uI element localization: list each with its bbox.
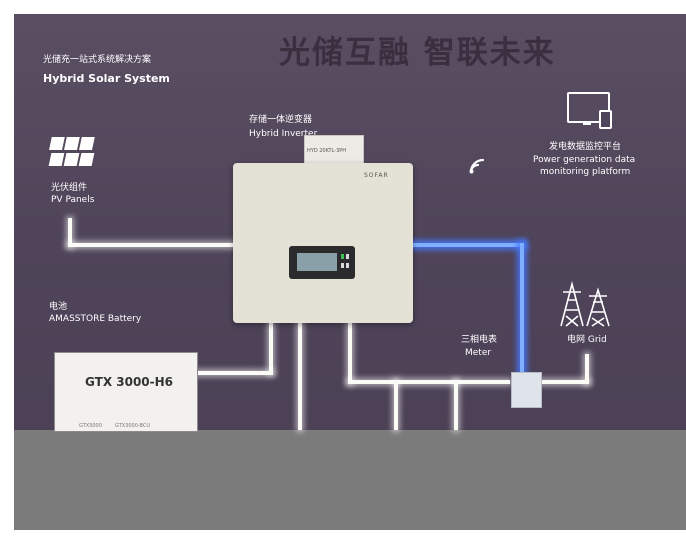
exhibition-photo: 光储互融 智联未来 光储充一站式系统解决方案 Hybrid Solar Syst… bbox=[14, 14, 686, 530]
load-cable-2 bbox=[348, 323, 352, 384]
inverter-screen bbox=[297, 253, 337, 271]
battery-module-b: GTX3000-BCU bbox=[115, 423, 151, 429]
load-branch-2 bbox=[454, 380, 458, 430]
grid-cable-vertical bbox=[585, 354, 589, 384]
power-tower-icon bbox=[560, 280, 610, 327]
hybrid-inverter: SOFAR bbox=[233, 163, 413, 323]
meter-device bbox=[511, 372, 542, 408]
floor bbox=[14, 430, 686, 530]
battery-unit: GTX 3000-H6 GTX3000 GTX3000-BCU bbox=[54, 352, 198, 432]
battery-module-a: GTX3000 bbox=[79, 423, 102, 429]
meter-label-en: Meter bbox=[465, 348, 492, 358]
inverter-brand: SOFAR bbox=[364, 172, 389, 179]
comm-cable-vertical bbox=[520, 243, 524, 374]
meter-label-cn: 三相电表 bbox=[461, 335, 498, 345]
monitor-stand bbox=[583, 121, 591, 125]
inverter-display bbox=[289, 246, 355, 279]
solar-panel-icon bbox=[48, 137, 95, 166]
inverter-label-cn: 存储一体逆变器 bbox=[249, 115, 313, 125]
battery-cable-vertical bbox=[269, 323, 273, 374]
platform-label-cn: 发电数据监控平台 bbox=[549, 142, 622, 152]
phone-icon bbox=[599, 110, 612, 129]
battery-label-cn: 电池 bbox=[49, 302, 68, 312]
pv-cable-vertical bbox=[68, 218, 72, 247]
battery-model: GTX 3000-H6 bbox=[85, 375, 174, 389]
load-branch-1 bbox=[394, 380, 398, 430]
title-en: Hybrid Solar System bbox=[43, 72, 170, 85]
grid-label: 电网 Grid bbox=[567, 335, 607, 345]
platform-label-en-1: Power generation data bbox=[533, 155, 636, 165]
inverter-label-en: Hybrid Inverter bbox=[249, 129, 318, 139]
load-cable-1 bbox=[298, 323, 302, 430]
battery-label-en: AMASSTORE Battery bbox=[49, 314, 142, 324]
platform-label-en-2: monitoring platform bbox=[540, 167, 631, 177]
title-cn: 光储充一站式系统解决方案 bbox=[43, 55, 152, 65]
pv-label-cn: 光伏组件 bbox=[51, 183, 88, 193]
pv-label-en: PV Panels bbox=[51, 195, 95, 205]
grid-cable-horizontal bbox=[540, 380, 589, 384]
meter-cable-horizontal bbox=[348, 380, 510, 384]
pv-cable-horizontal bbox=[68, 243, 234, 247]
headline: 光储互融 智联未来 bbox=[279, 35, 556, 71]
wifi-icon bbox=[469, 158, 485, 174]
comm-cable-horizontal bbox=[413, 243, 524, 247]
battery-cable-horizontal bbox=[184, 371, 273, 375]
inverter-tag-text: HYD 20KTL-3PH bbox=[307, 148, 347, 154]
